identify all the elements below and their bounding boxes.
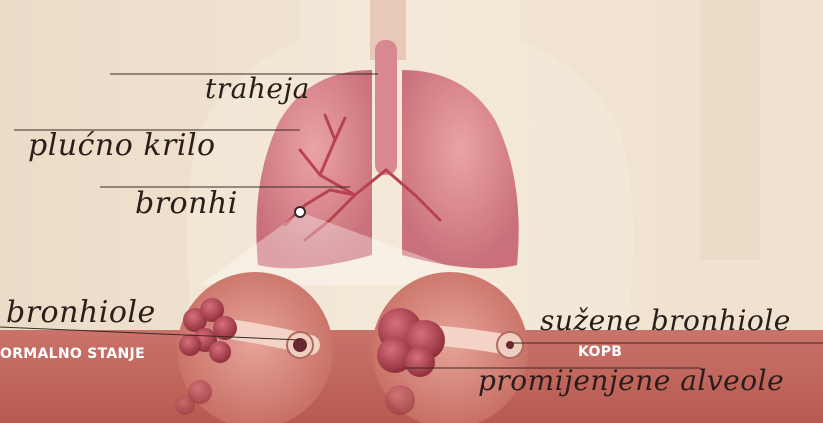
label-lung: plućno krilo xyxy=(28,128,216,163)
label-trachea: traheja xyxy=(205,72,310,105)
label-altered-alveoli: promijenjene alveole xyxy=(478,364,784,397)
zoom-origin-marker xyxy=(295,207,305,217)
label-bronchi: bronhi xyxy=(135,186,238,221)
background-column xyxy=(700,0,760,260)
label-narrowed-bronchioles: sužene bronhiole xyxy=(540,304,791,337)
label-bronchioles: bronhiole xyxy=(6,295,156,330)
panel-label-normal: ORMALNO STANJE xyxy=(0,346,145,362)
panel-label-copd: KOPB xyxy=(578,344,622,360)
